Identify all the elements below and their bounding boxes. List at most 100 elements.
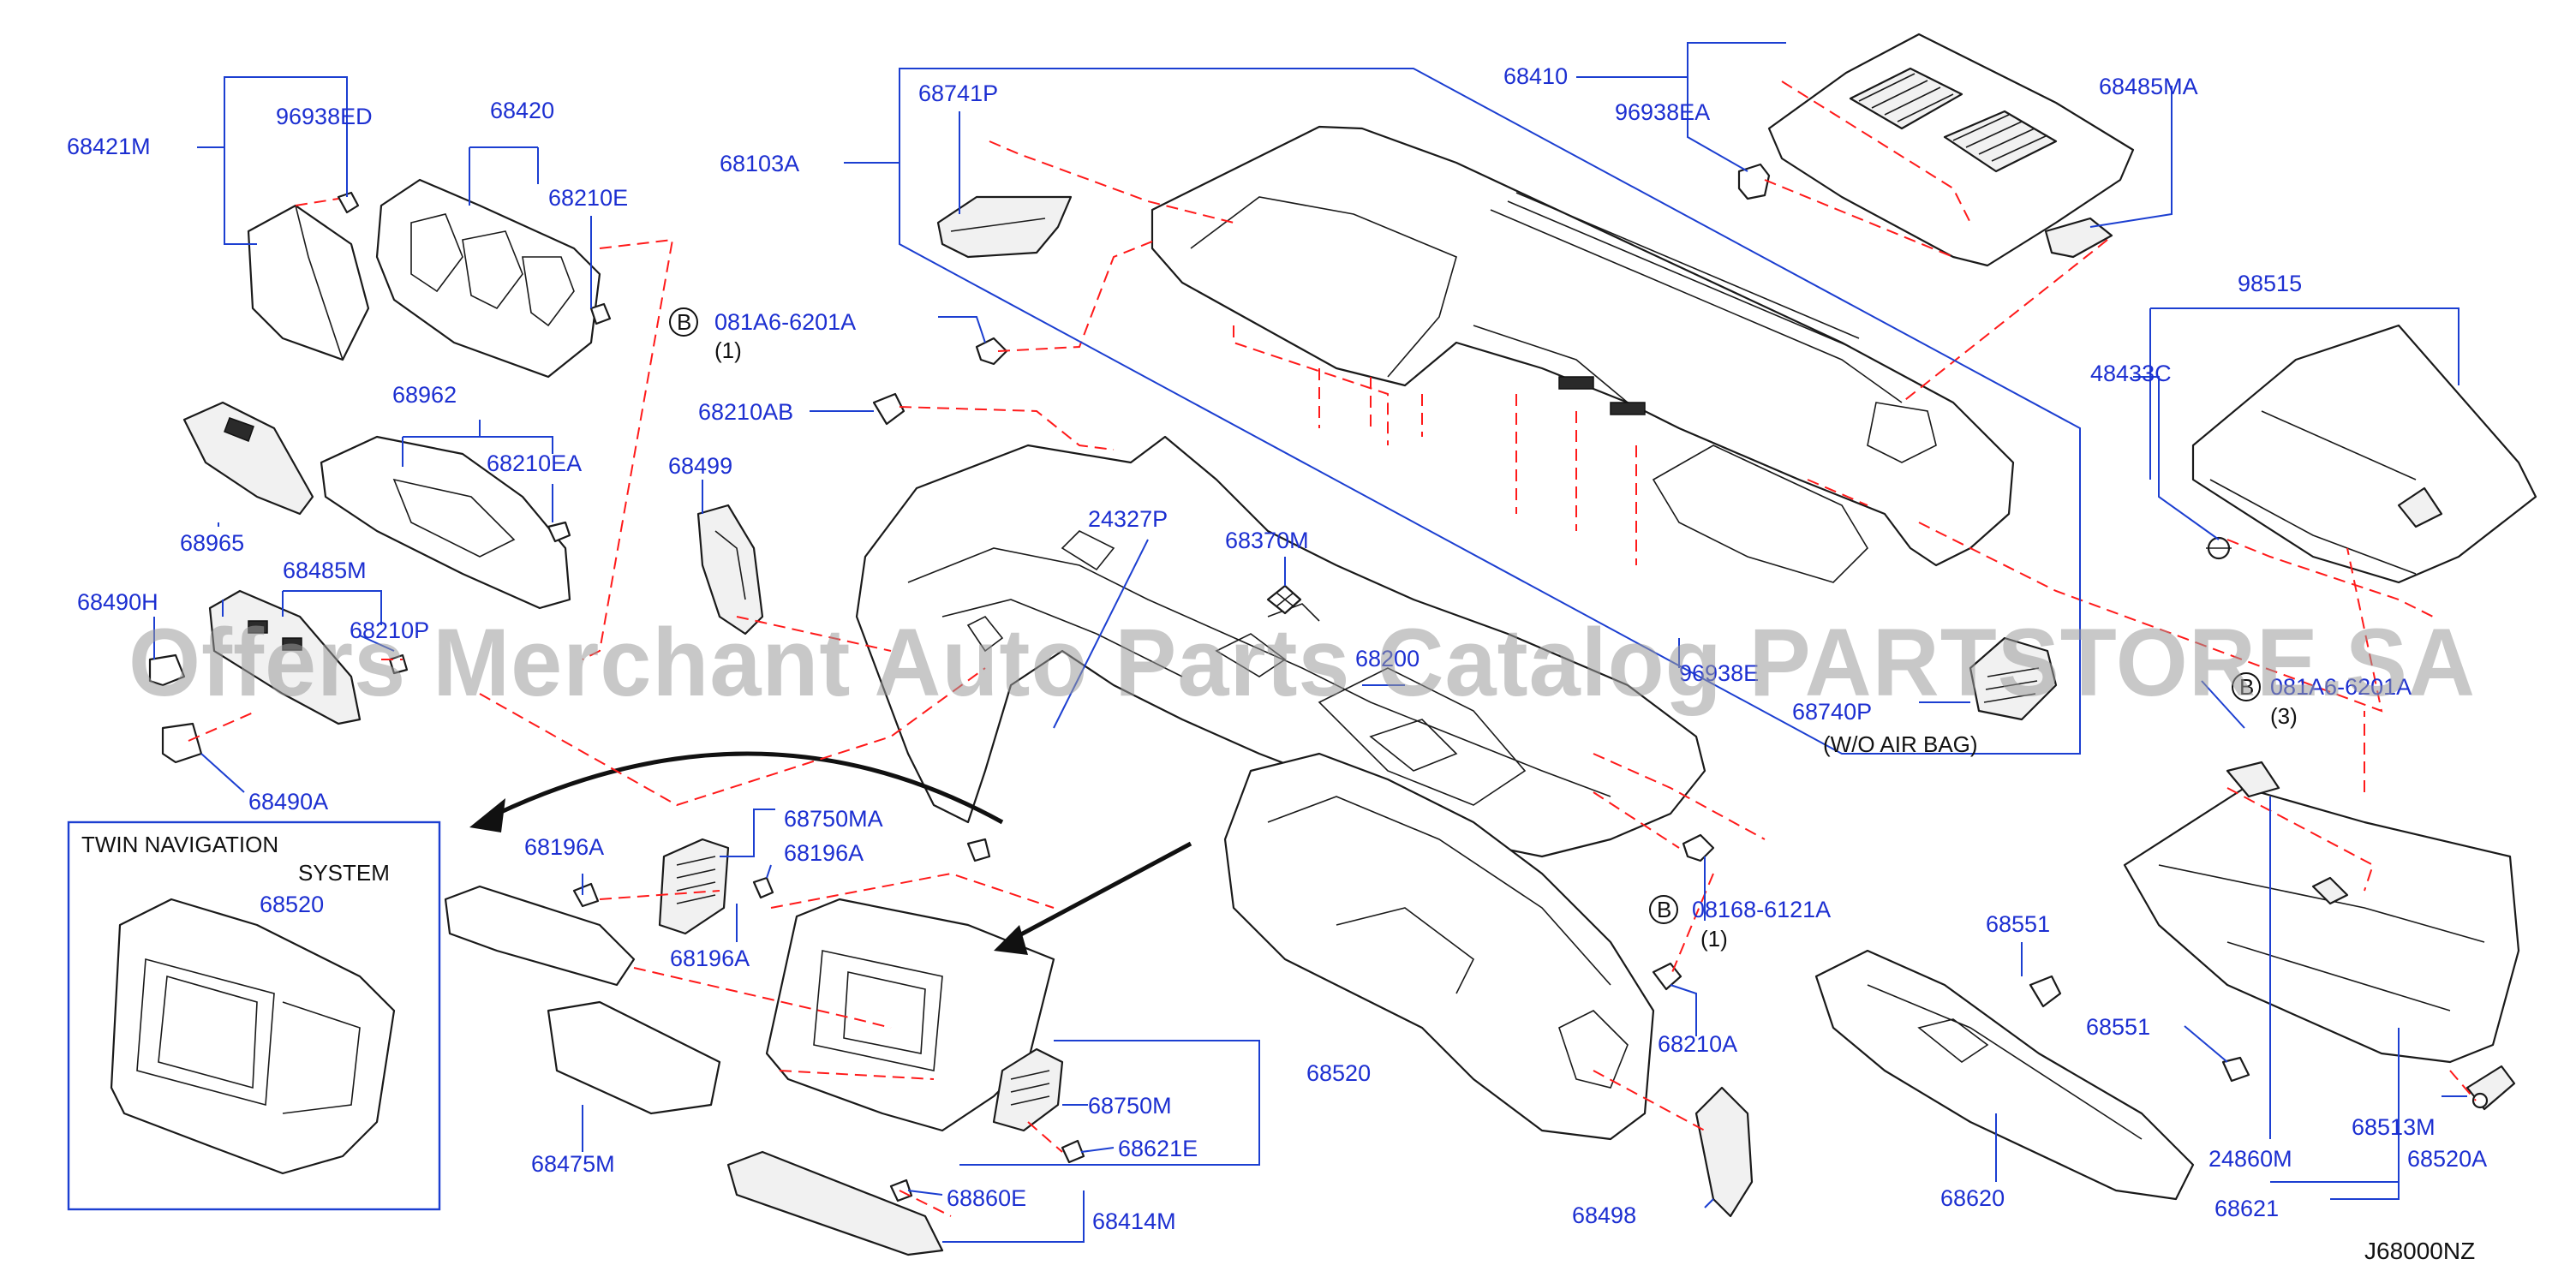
clip-68196A-2[interactable] xyxy=(966,838,991,862)
clip-68196A-3[interactable] xyxy=(752,876,774,899)
label-68490H[interactable]: 68490H xyxy=(77,589,158,615)
arrow-head-inset xyxy=(469,798,505,832)
label-68621E[interactable]: 68621E xyxy=(1118,1136,1198,1161)
label-24327P[interactable]: 24327P xyxy=(1088,506,1168,532)
switch-68490A[interactable] xyxy=(161,722,203,764)
inset-title-line1: TWIN NAVIGATION xyxy=(81,832,278,857)
bolt-marker-letter: B xyxy=(2239,674,2254,700)
label-68962[interactable]: 68962 xyxy=(392,382,457,408)
label-68410[interactable]: 68410 xyxy=(1503,63,1568,89)
label-68210AB[interactable]: 68210AB xyxy=(698,399,793,425)
label-68370M[interactable] xyxy=(1266,584,1302,615)
clip-68210EA[interactable] xyxy=(547,521,571,543)
label-68475M[interactable]: 68475M xyxy=(531,1151,615,1177)
label-68103A[interactable]: 68103A xyxy=(720,151,799,176)
lower-cover-68962[interactable] xyxy=(320,435,571,610)
bracket-68741P[interactable] xyxy=(936,195,1073,259)
label-68421M[interactable]: 68421M xyxy=(67,134,151,159)
label-68196A-1[interactable]: 68196A xyxy=(524,834,604,860)
clip-96938EA[interactable] xyxy=(1737,163,1771,200)
bolt-081A6-6201A-1[interactable] xyxy=(975,337,1008,366)
label-68741P[interactable]: 68741P xyxy=(918,81,998,106)
label-68520[interactable]: 68520 xyxy=(1306,1060,1371,1086)
clip-68621E[interactable] xyxy=(1061,1139,1085,1164)
clip-68196A-1[interactable] xyxy=(572,882,600,908)
vent-68740P[interactable] xyxy=(1969,636,2058,721)
label-68196A-3[interactable]: 68196A xyxy=(670,946,750,971)
side-finisher-68498[interactable] xyxy=(1694,1086,1754,1218)
switch-panel-68485M[interactable] xyxy=(208,589,362,725)
vent-68750M[interactable] xyxy=(992,1047,1064,1132)
label-68196A-2[interactable]: 68196A xyxy=(784,840,864,866)
bolt-68210AB[interactable] xyxy=(872,392,905,426)
label-68490A[interactable]: 68490A xyxy=(248,789,328,815)
label-68414M[interactable]: 68414M xyxy=(1092,1208,1176,1234)
label-68750MA[interactable]: 68750MA xyxy=(784,806,883,832)
audio-panel-68475M[interactable] xyxy=(444,885,721,1115)
bolt-callout-1[interactable]: B 081A6-6201A (1) xyxy=(669,307,856,363)
label-68499[interactable]: 68499 xyxy=(668,453,732,479)
label-68485M[interactable]: 68485M xyxy=(283,558,367,583)
label-68485MA[interactable]: 68485MA xyxy=(2099,74,2198,99)
cluster-lid-68420[interactable] xyxy=(375,178,601,379)
label-68860E[interactable]: 68860E xyxy=(947,1185,1026,1211)
nav-finisher-68520-inset[interactable] xyxy=(110,898,396,1175)
label-68420[interactable]: 68420 xyxy=(490,98,554,123)
top-cover-68410[interactable] xyxy=(1767,33,2135,267)
bolt-pn-1[interactable]: 081A6-6201A xyxy=(714,309,856,335)
label-68513M[interactable]: 68513M xyxy=(2352,1114,2436,1140)
bolt-48433C[interactable] xyxy=(2206,536,2232,560)
label-68740P[interactable]: 68740P xyxy=(1792,699,1872,725)
striker-68551-2[interactable] xyxy=(2221,1056,2250,1083)
arrow-to-finisher xyxy=(1005,841,1192,945)
label-68498[interactable]: 68498 xyxy=(1572,1202,1636,1228)
glove-lid-68620[interactable] xyxy=(1814,949,2195,1201)
label-68210EA[interactable]: 68210EA xyxy=(487,451,582,476)
clip-68210E[interactable] xyxy=(589,302,612,325)
inset-part-label[interactable]: 68520 xyxy=(260,892,324,917)
label-24860M[interactable]: 24860M xyxy=(2208,1146,2292,1172)
clip-68485MA[interactable] xyxy=(2044,217,2113,259)
arrow-to-inset xyxy=(478,751,1004,825)
label-68750M[interactable]: 68750M xyxy=(1088,1093,1172,1119)
clip-96938ED[interactable] xyxy=(337,191,360,214)
label-96938EA[interactable]: 96938EA xyxy=(1615,99,1710,125)
bolt-callout-3[interactable]: B 08168-6121A (1) xyxy=(1649,895,1831,952)
label-96938E[interactable]: 96938E xyxy=(1679,660,1759,686)
damper-68513M[interactable] xyxy=(2465,1065,2516,1111)
label-68965[interactable]: 68965 xyxy=(180,530,244,556)
vent-68750MA[interactable] xyxy=(658,838,730,935)
striker-68551-1[interactable] xyxy=(2029,975,2062,1008)
arrow-head-finisher xyxy=(994,925,1028,955)
bolt-callout-2[interactable]: B 081A6-6201A (3) xyxy=(2232,672,2412,729)
switch-24860M[interactable] xyxy=(2226,761,2280,798)
bolt-68210A[interactable] xyxy=(1652,962,1682,991)
label-96938ED[interactable]: 96938ED xyxy=(276,104,373,129)
label-68210E[interactable]: 68210E xyxy=(548,185,628,211)
steering-member-24327P[interactable] xyxy=(855,435,1706,858)
instrument-panel-assembly-68200[interactable] xyxy=(1223,752,1655,1141)
label-68200[interactable]: 68200 xyxy=(1355,646,1419,671)
lower-finisher-68414M[interactable] xyxy=(726,1150,944,1256)
label-68620[interactable]: 68620 xyxy=(1940,1185,2005,1211)
label-68210A[interactable]: 68210A xyxy=(1658,1031,1737,1057)
switch-68490H[interactable] xyxy=(148,653,186,687)
bolt-pn-3[interactable]: 08168-6121A xyxy=(1692,897,1831,922)
label-68370M[interactable]: 68370M xyxy=(1225,528,1309,553)
label-68520A[interactable]: 68520A xyxy=(2407,1146,2487,1172)
lid-68421M[interactable] xyxy=(247,204,370,361)
label-48433C[interactable]: 48433C xyxy=(2090,361,2172,386)
label-68551-1[interactable]: 68551 xyxy=(1986,911,2050,937)
glove-box-case-68520A[interactable] xyxy=(2123,786,2520,1064)
label-68551-2[interactable]: 68551 xyxy=(2086,1014,2150,1040)
duct-68499[interactable] xyxy=(696,504,764,636)
bolt-08168-6121A[interactable] xyxy=(1682,833,1715,862)
bolt-pn-2[interactable]: 081A6-6201A xyxy=(2270,674,2412,700)
finisher-68965[interactable] xyxy=(182,401,314,516)
airbag-module-98515[interactable] xyxy=(2191,324,2537,584)
cluster-finisher-68520[interactable] xyxy=(765,898,1055,1132)
label-68210P[interactable]: 68210P xyxy=(350,618,429,643)
label-98515[interactable]: 98515 xyxy=(2238,271,2302,296)
instrument-pad-68103A[interactable] xyxy=(1151,125,2015,583)
label-68621[interactable]: 68621 xyxy=(2214,1196,2279,1221)
